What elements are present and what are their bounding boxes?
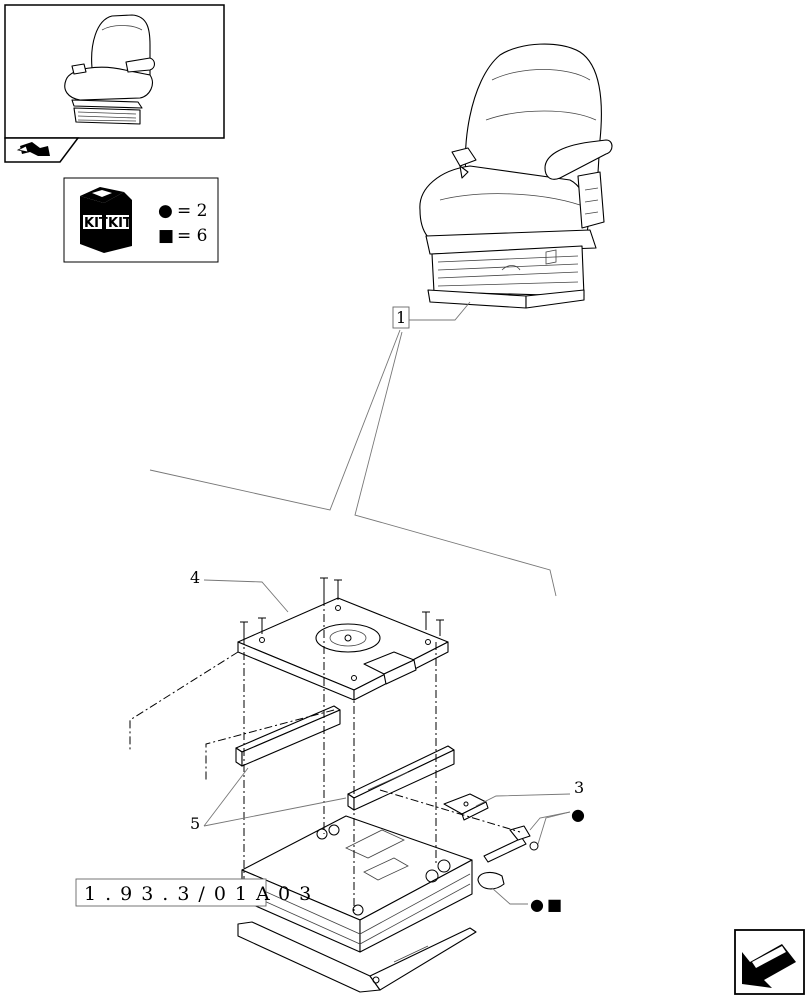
kit-circle-symbol: ●	[158, 201, 173, 221]
callout-3b-circle-marker: ●	[530, 895, 544, 914]
kit-box-icon: KIT KIT	[80, 187, 132, 253]
kit-label-left: KIT	[84, 216, 108, 231]
handle-cap	[477, 871, 505, 890]
reference-code: 1.93.3/01A	[84, 883, 279, 905]
callout-5[interactable]: 5	[190, 767, 347, 833]
callout-3b[interactable]: ● ■	[491, 887, 562, 914]
callout-4-label: 4	[190, 568, 200, 587]
exploded-view	[129, 577, 539, 993]
kit-legend: KIT KIT ● = 2 ■ = 6	[63, 177, 219, 263]
reference-box[interactable]: 1.93.3/01A 03	[75, 878, 320, 907]
seat-assembly-illustration	[419, 43, 613, 309]
kit-label-right: KIT	[108, 216, 132, 231]
callout-1[interactable]: 1	[392, 301, 471, 329]
callout-4[interactable]: 4	[190, 568, 289, 613]
bolts-top	[240, 577, 444, 636]
lever-part	[483, 825, 539, 863]
next-page-button[interactable]	[734, 929, 805, 995]
kit-square-symbol: ■	[158, 226, 174, 246]
seat-thumbnail-image	[64, 14, 156, 125]
callout-1-label: 1	[396, 308, 406, 327]
back-arrow-icon	[16, 142, 50, 156]
kit-square-quantity: = 6	[177, 226, 207, 246]
callout-3[interactable]: 3 ●	[475, 778, 585, 845]
callout-3-label: 3	[574, 778, 584, 797]
kit-circle-quantity: = 2	[177, 201, 207, 221]
callout-3b-square-marker: ■	[547, 895, 562, 914]
explode-leader-lines	[149, 329, 557, 597]
callout-3-circle-marker: ●	[571, 805, 585, 824]
alignment-lines	[129, 598, 521, 912]
reference-sheet: 03	[278, 883, 320, 905]
thumbnail-box[interactable]	[4, 4, 225, 139]
rail-left	[235, 705, 341, 767]
suspension-base	[237, 815, 477, 993]
callout-5-label: 5	[190, 814, 200, 833]
bracket-3	[443, 793, 489, 821]
back-nav-tab[interactable]	[4, 137, 80, 163]
mounting-plate	[237, 597, 449, 701]
next-page-arrow-icon	[742, 944, 796, 988]
rail-right	[347, 745, 455, 811]
